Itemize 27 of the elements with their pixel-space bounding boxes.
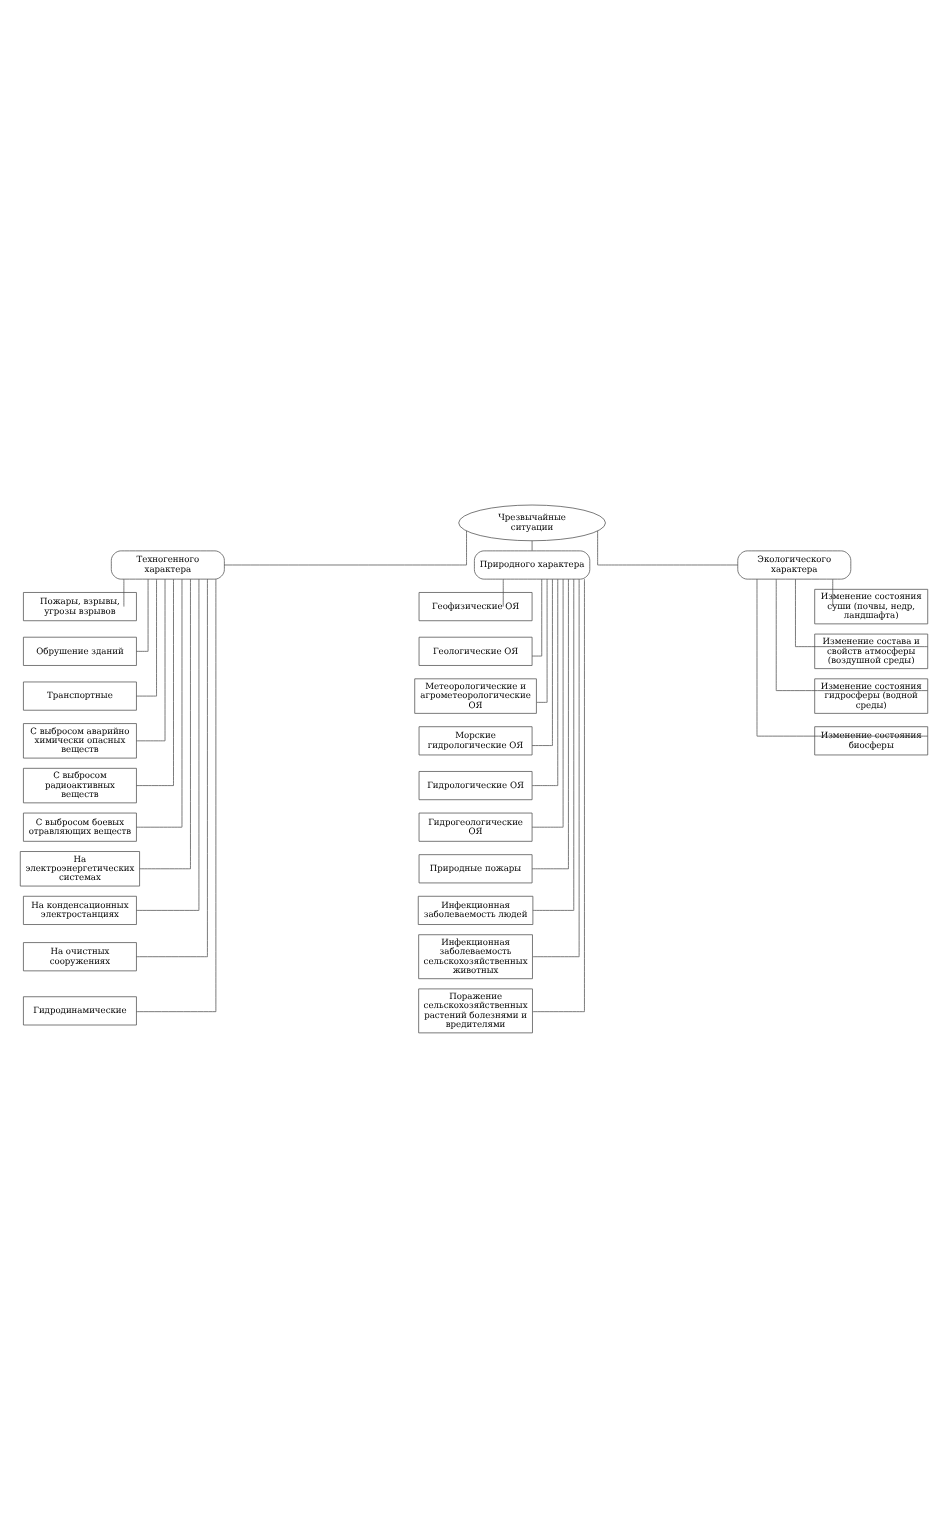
connector — [532, 578, 575, 911]
connector — [502, 578, 504, 607]
connector — [775, 578, 929, 691]
connector — [224, 530, 467, 566]
connector — [136, 578, 200, 911]
connector — [536, 578, 548, 703]
connector — [136, 578, 166, 742]
connector — [531, 540, 533, 552]
connector — [756, 578, 929, 737]
connector — [532, 578, 580, 958]
connector — [597, 530, 739, 566]
connector — [123, 578, 125, 607]
connector — [136, 578, 157, 697]
connector — [532, 578, 585, 1013]
connector — [136, 578, 149, 652]
connector — [136, 578, 174, 786]
connector — [531, 578, 569, 870]
connector — [531, 578, 553, 746]
connector — [531, 578, 559, 786]
connector — [531, 578, 564, 828]
connector — [139, 578, 191, 870]
connector — [832, 578, 834, 607]
connector — [136, 578, 183, 828]
connector — [136, 578, 208, 958]
connector — [531, 578, 543, 657]
connector — [136, 578, 217, 1013]
connector — [795, 578, 929, 648]
